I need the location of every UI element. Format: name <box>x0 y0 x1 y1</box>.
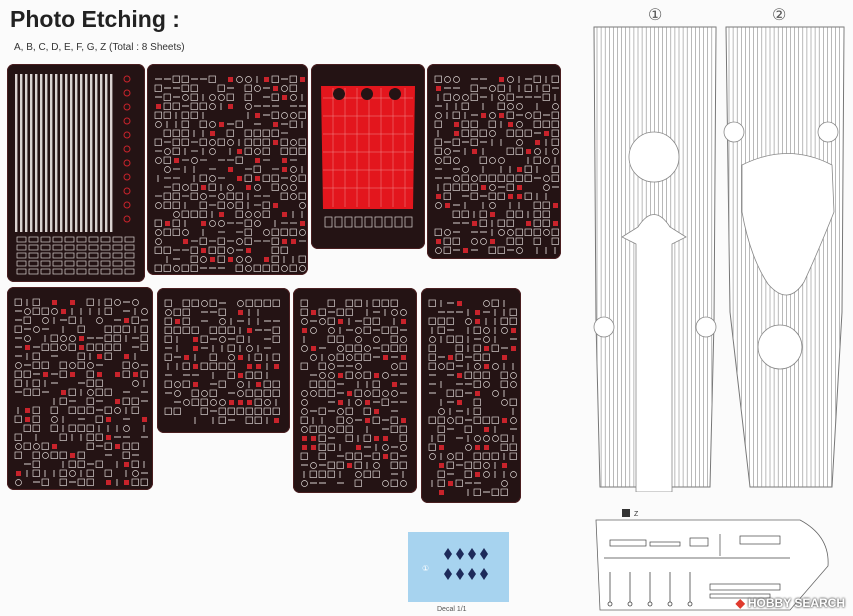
deck-sheet-1 <box>593 26 717 492</box>
etch-sheet-b-parts <box>154 75 306 272</box>
etch-sheet-a-parts <box>15 74 135 275</box>
etch-sheet-d <box>427 64 561 259</box>
etch-sheet-e-parts <box>14 298 148 486</box>
etched-parts <box>14 298 148 486</box>
sheet-list-caption: A, B, C, D, E, F, G, Z (Total : 8 Sheets… <box>14 42 185 53</box>
hobby-search-logo-icon: ◆ <box>735 596 745 610</box>
etch-sheet-d-parts <box>434 75 559 254</box>
watermark-brand: HOBBY SEARCH <box>747 596 845 610</box>
decal-marker: ① <box>422 564 429 573</box>
etch-sheet-z <box>421 288 521 503</box>
etched-parts <box>434 75 559 254</box>
etch-sheet-e <box>7 287 153 490</box>
markings-label: Z <box>634 511 639 518</box>
markings-sheet: Z <box>595 509 829 611</box>
etch-sheet-a <box>7 64 145 282</box>
page-title: Photo Etching : <box>10 6 180 32</box>
etched-parts <box>154 75 306 272</box>
markings-logo-icon <box>622 509 630 517</box>
etched-parts <box>300 299 407 487</box>
etch-sheet-z-parts <box>428 299 517 496</box>
etched-parts <box>164 299 280 424</box>
etch-sheet-g-parts <box>300 299 407 487</box>
etched-parts <box>428 299 517 496</box>
deck-2-number: ② <box>772 5 787 24</box>
watermark: ◆HOBBY SEARCH <box>736 596 845 610</box>
etched-parts <box>15 74 135 275</box>
decal-emblems: ① <box>422 548 488 580</box>
etch-sheet-f <box>157 288 290 433</box>
decal-sheet: ① <box>408 532 509 602</box>
etch-sheet-g <box>293 288 417 493</box>
etched-parts <box>321 86 415 228</box>
etch-sheet-f-parts <box>164 299 280 424</box>
etch-sheet-b <box>147 64 308 275</box>
deck-sheet-2 <box>723 26 845 488</box>
decal-caption: Decal 1/1 <box>437 606 467 613</box>
etch-sheet-c <box>311 64 425 249</box>
deck-1-number: ① <box>648 5 663 24</box>
etch-sheet-c-parts <box>321 86 415 228</box>
